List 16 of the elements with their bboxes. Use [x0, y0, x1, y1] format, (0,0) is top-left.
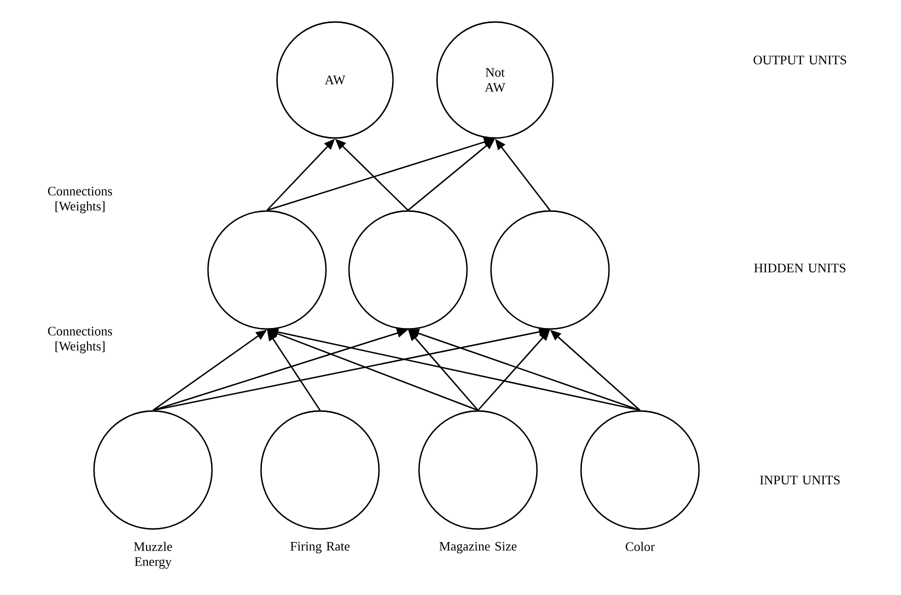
unit-label: Muzzle Energy — [134, 542, 172, 569]
connection-label: Connections [Weights] — [48, 326, 112, 354]
input-unit-circle — [580, 410, 700, 530]
unit-label: Color — [626, 542, 655, 552]
input-unit-circle — [418, 410, 538, 530]
layer-label: HIDDEN UNITS — [754, 264, 846, 272]
hidden-unit-circle — [207, 210, 327, 330]
layer-label: OUTPUT UNITS — [754, 56, 846, 64]
hidden-unit-circle — [348, 210, 468, 330]
unit-label: Firing Rate — [290, 542, 350, 554]
input-unit-circle — [93, 410, 213, 530]
hidden-unit-circle — [490, 210, 610, 330]
input-unit-circle — [260, 410, 380, 530]
connection-label: Connections [Weights] — [48, 186, 112, 214]
unit-label: Magazine Size — [439, 542, 517, 554]
layer-label: INPUT UNITS — [760, 476, 840, 484]
